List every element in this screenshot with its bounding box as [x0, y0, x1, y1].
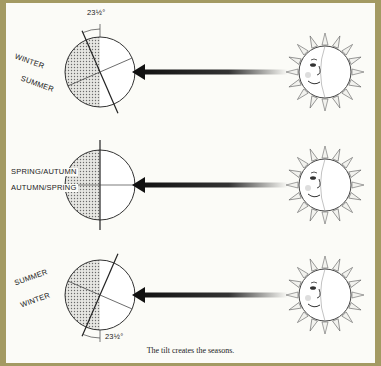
arrowhead — [132, 287, 145, 303]
figure-caption: The tilt creates the seasons. — [0, 346, 381, 355]
sunlight-arrow — [140, 183, 288, 188]
sun-face — [286, 256, 364, 334]
sunlight-arrow — [140, 70, 288, 75]
arrowhead — [132, 177, 145, 193]
arrowhead — [132, 64, 145, 80]
angle-label: 23½° — [104, 333, 124, 341]
season-label: AUTUMN/SPRING — [10, 184, 78, 192]
earth-globe — [50, 17, 150, 127]
angle-label: 23½° — [86, 9, 106, 17]
season-label: SPRING/AUTUMN — [10, 168, 78, 176]
paper — [6, 3, 375, 363]
sun-face — [286, 33, 364, 111]
sunlight-arrow — [140, 293, 288, 298]
earth-globe — [50, 240, 150, 350]
sun-face — [286, 146, 364, 224]
